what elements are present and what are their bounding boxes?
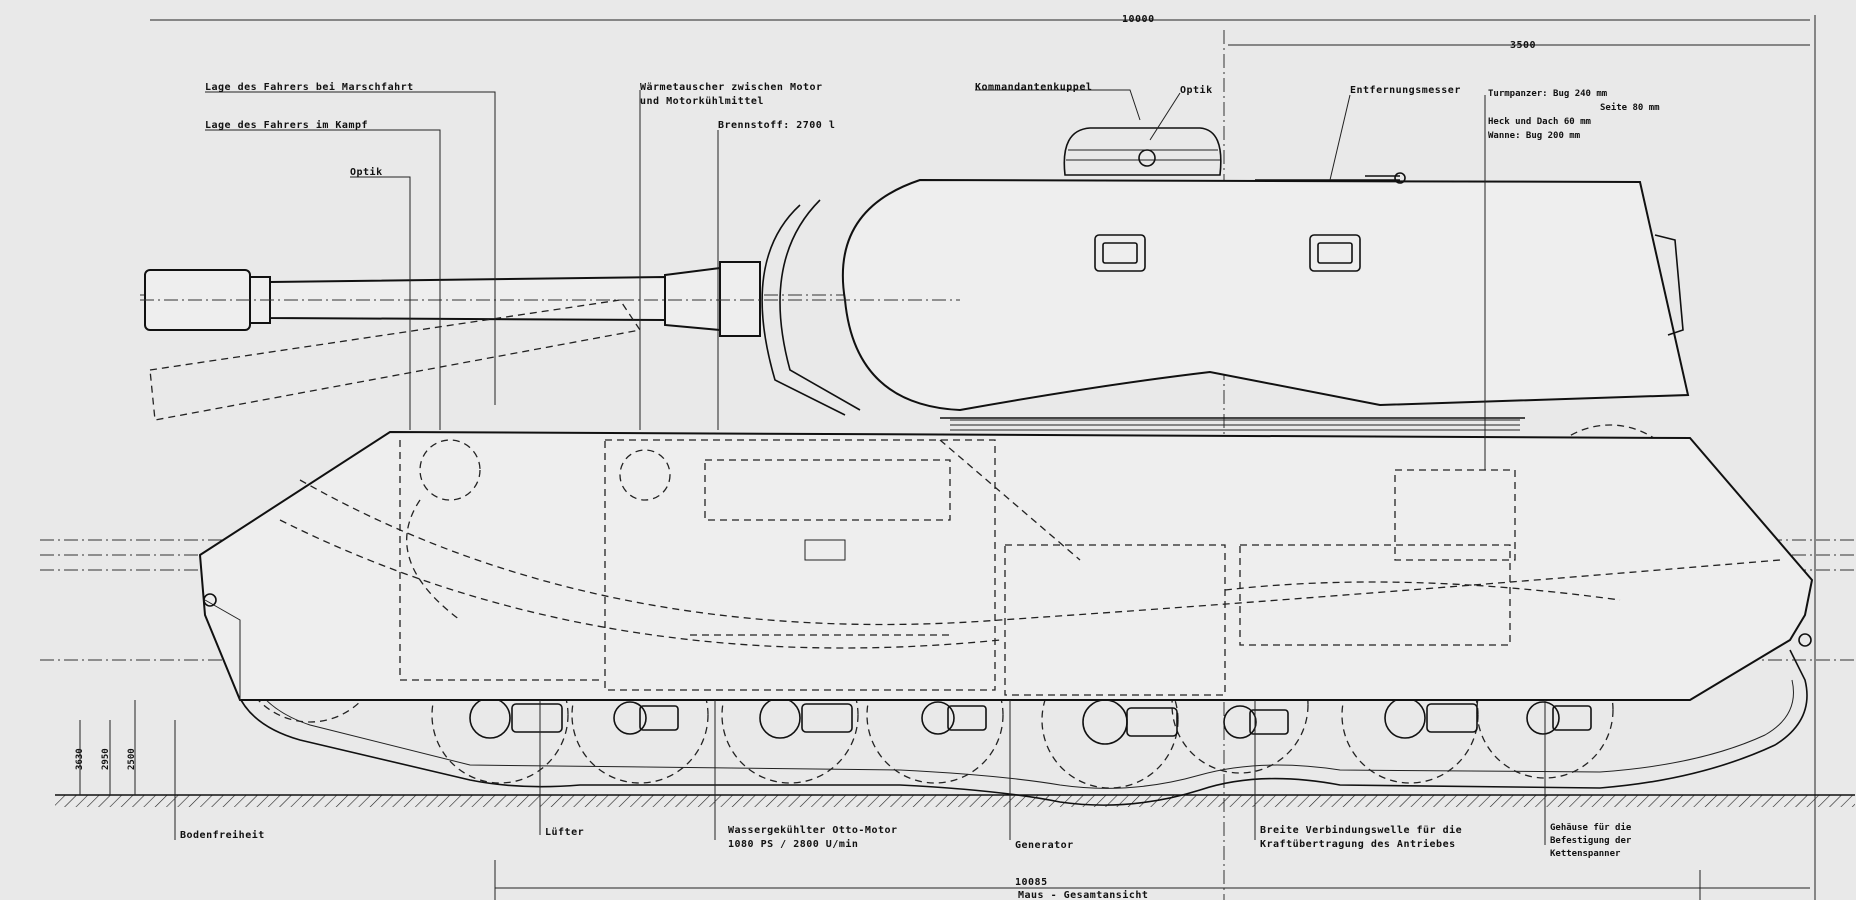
label-armor-4: Wanne: Bug 200 mm — [1488, 131, 1581, 141]
label-heat-exchanger-2: und Motorkühlmittel — [640, 95, 764, 107]
dim-top-label: 10000 — [1122, 14, 1155, 25]
label-armor-3: Heck und Dach 60 mm — [1488, 117, 1592, 127]
label-cooling-2: 1080 PS / 2800 U/min — [728, 838, 858, 850]
label-fan: Lüfter — [545, 827, 584, 838]
hull — [198, 430, 1814, 701]
label-generator: Generator — [1015, 840, 1074, 851]
bottom-dimension — [79, 700, 1810, 900]
main-gun — [140, 261, 960, 421]
label-side-dim-3: 2500 — [127, 748, 137, 770]
drawing-title: Maus - Gesamtansicht — [1018, 889, 1148, 900]
label-armor-1: Turmpanzer: Bug 240 mm — [1488, 89, 1608, 99]
label-commander-cupola: Kommandantenkuppel — [975, 82, 1092, 93]
label-optic-left: Optik — [350, 166, 383, 178]
label-driver-travel: Lage des Fahrers bei Marschfahrt — [205, 81, 414, 93]
label-track-2: Befestigung der — [1550, 835, 1632, 846]
ground — [55, 794, 1855, 807]
annotations: Lage des Fahrers bei Marschfahrt Lage de… — [75, 81, 1660, 900]
label-fuel: Brennstoff: 2700 l — [718, 120, 835, 131]
top-dimension: 10000 3500 — [150, 14, 1816, 900]
suspension — [469, 697, 1592, 745]
label-ground-clearance: Bodenfreiheit — [180, 829, 265, 841]
label-track-1: Gehäuse für die — [1550, 822, 1632, 833]
label-armor-2: Seite 80 mm — [1600, 102, 1660, 113]
dim-right-label: 3500 — [1510, 40, 1536, 51]
label-cooling: Wassergekühlter Otto-Motor — [728, 825, 898, 836]
label-optic-top: Optik — [1180, 84, 1213, 96]
label-track-3: Kettenspanner — [1550, 849, 1621, 859]
track — [231, 649, 1808, 806]
label-rangefinder: Entfernungsmesser — [1350, 85, 1461, 96]
label-bottom-dim: 10085 — [1015, 877, 1048, 888]
label-gearbox-2: Kraftübertragung des Antriebes — [1260, 838, 1456, 850]
label-driver-combat: Lage des Fahrers im Kampf — [205, 119, 368, 131]
turret — [761, 127, 1690, 431]
label-gearbox-1: Breite Verbindungswelle für die — [1260, 824, 1462, 836]
label-heat-exchanger-1: Wärmetauscher zwischen Motor — [640, 81, 823, 93]
internal-components — [279, 439, 1781, 696]
leader-lines — [174, 89, 1546, 845]
label-side-dim-2: 2950 — [101, 748, 111, 770]
